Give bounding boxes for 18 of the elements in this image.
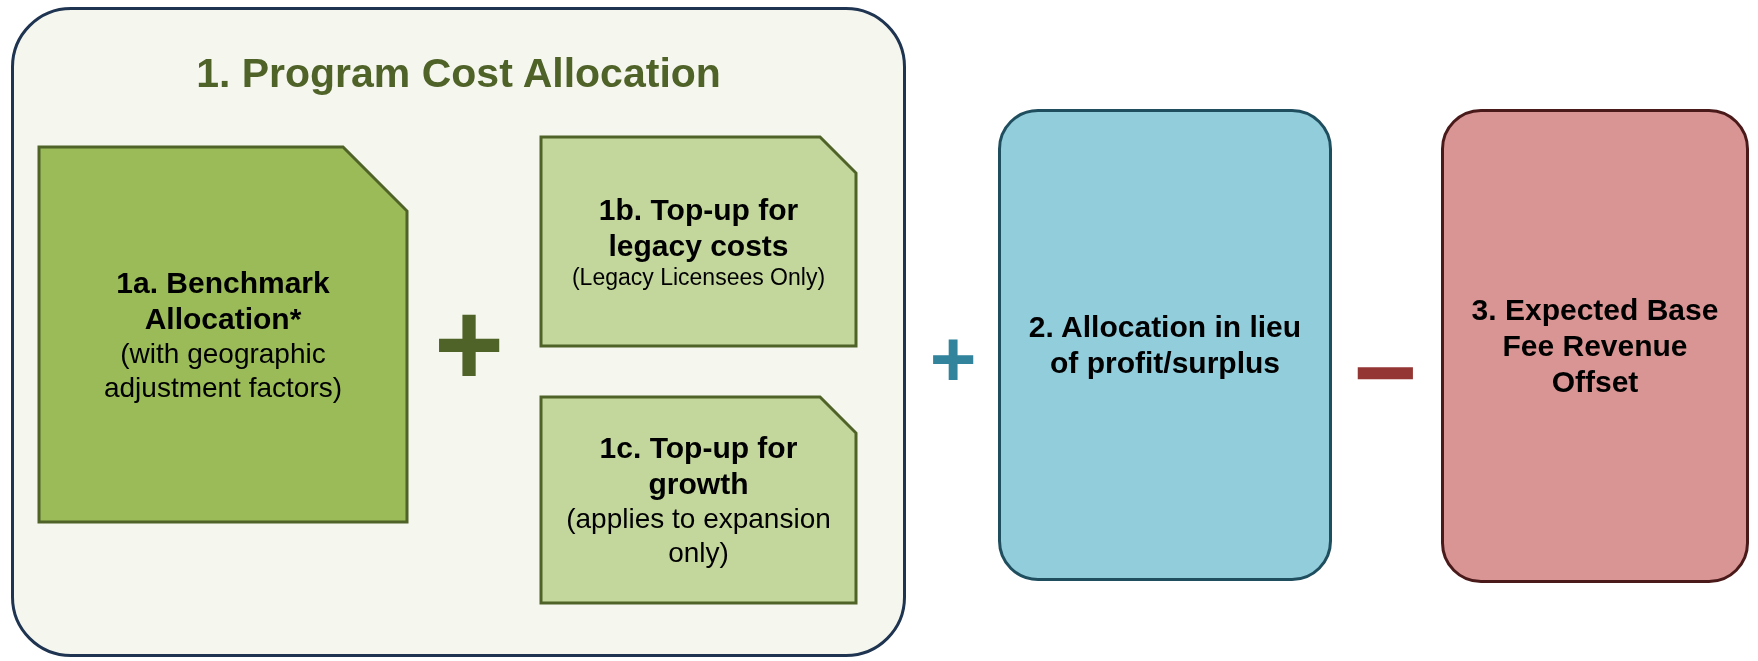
plus-sign: + [929,319,977,399]
note-card [539,135,858,348]
note-card [539,395,858,605]
node-note: (with geographic adjustment factors) [102,336,344,405]
node-heading: 3. Expected Base Fee Revenue Offset [1470,292,1720,400]
node-note: (applies to expansion only) [565,502,832,570]
node-note: (Legacy Licensees Only) [571,263,826,292]
group-panel [11,7,906,657]
rounded-box [998,109,1332,581]
rounded-box [1441,109,1749,583]
note-card [37,145,409,524]
node-heading: 1a. Benchmark Allocation* [115,264,331,337]
minus-sign: − [1352,317,1418,427]
node-heading: 1b. Top-up for legacy costs [597,191,800,264]
node-heading: 1c. Top-up for growth [598,430,799,503]
plus-sign: + [433,284,505,404]
node-heading: 2. Allocation in lieu of profit/surplus [1027,309,1303,381]
group-title: 1. Program Cost Allocation [195,50,722,97]
